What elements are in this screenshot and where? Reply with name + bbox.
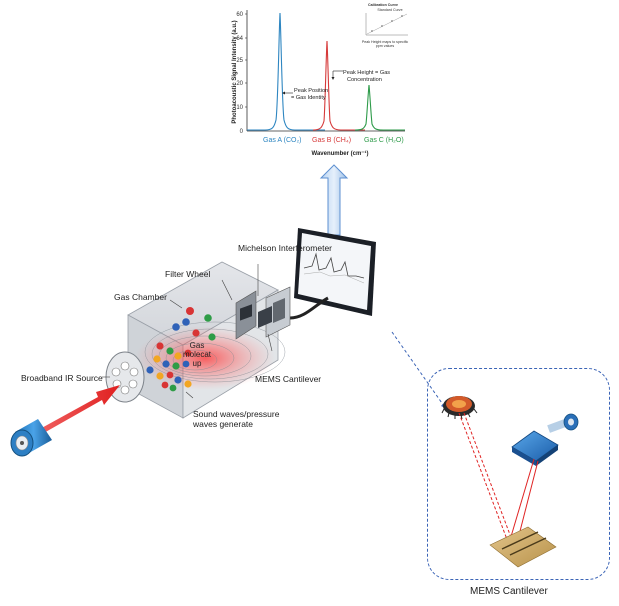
y-tick-label: 25: [236, 58, 243, 64]
spectrum-chart: 60 64 25 20 10 0 Photoacoustic Signal In…: [232, 3, 409, 157]
peak-height-annotation: Peak Height = Gas Concentration: [331, 70, 390, 83]
filter-wheel-label: Filter Wheel: [165, 269, 211, 279]
peak-line-gas-a: [247, 12, 325, 131]
beam-splitter-mirror: [511, 430, 559, 466]
michelson-interferometer: [258, 286, 291, 338]
mems-cantilever-label: MEMS Cantilever: [255, 374, 322, 384]
mems-detail-illustration: [441, 396, 579, 568]
annotation-text: Peak Position: [294, 88, 328, 94]
gas-b-label: Gas B (CH₄): [312, 137, 351, 144]
apparatus-illustration: [10, 228, 376, 457]
broadband-ir-label: Broadband IR Source: [21, 373, 103, 383]
y-tick-label: 20: [236, 81, 243, 87]
cable: [289, 296, 329, 320]
sound-waves-label: Sound waves/pressure waves generate: [193, 409, 280, 429]
x-axis-title: Wavenumber (cm⁻¹): [312, 150, 369, 157]
gas-chamber-box: [127, 261, 286, 419]
microphone-chip: [441, 396, 478, 420]
inset-caption: Peak Height maps to specific: [362, 40, 409, 44]
gas-chamber-label: Gas Chamber: [114, 292, 167, 302]
filter-wheel: [235, 290, 257, 340]
y-tick-label: 0: [240, 129, 244, 135]
mems-detail-panel: [427, 368, 610, 580]
y-tick-label: 60: [236, 12, 243, 18]
gas-c-label: Gas C (H₂O): [364, 137, 404, 144]
inset-title: Calibration Curve: [368, 3, 398, 7]
laser-beams: [458, 412, 539, 543]
peak-position-annotation: Peak Position = Gas Identity: [282, 88, 328, 101]
peak-line-gas-b: [312, 40, 365, 131]
y-tick-label: 64: [236, 36, 243, 42]
calibration-inset: Calibration Curve Standard Curve Peak He…: [362, 3, 409, 48]
ir-beam: [38, 385, 120, 434]
ir-lamp: [10, 419, 52, 457]
gas-a-label: Gas A (CO₂): [263, 137, 302, 144]
michelson-label: Michelson Interferometer: [238, 243, 333, 253]
annotation-text: Concentration: [347, 77, 382, 83]
laser-source: [547, 413, 579, 433]
annotation-text: = Gas Identity: [291, 95, 326, 101]
annotation-text: Peak Height = Gas: [343, 70, 390, 76]
gas-molecule-label: Gas molecat up: [182, 341, 211, 369]
monitor: [294, 228, 376, 316]
gas-molecules: [146, 307, 216, 392]
inset-caption: ppm values: [376, 44, 395, 48]
gold-cantilever: [489, 526, 557, 568]
y-ticks: 60 64 25 20 10 0: [236, 12, 247, 135]
y-tick-label: 10: [236, 105, 243, 111]
y-axis-title: Photoacoustic Signal Intensity (a.u.): [232, 20, 238, 123]
leader-lines: [102, 264, 273, 399]
peak-line-gas-c: [354, 84, 405, 131]
inset-subtitle: Standard Curve: [377, 8, 402, 12]
mems-caption: MEMS Cantilever: [470, 586, 548, 597]
